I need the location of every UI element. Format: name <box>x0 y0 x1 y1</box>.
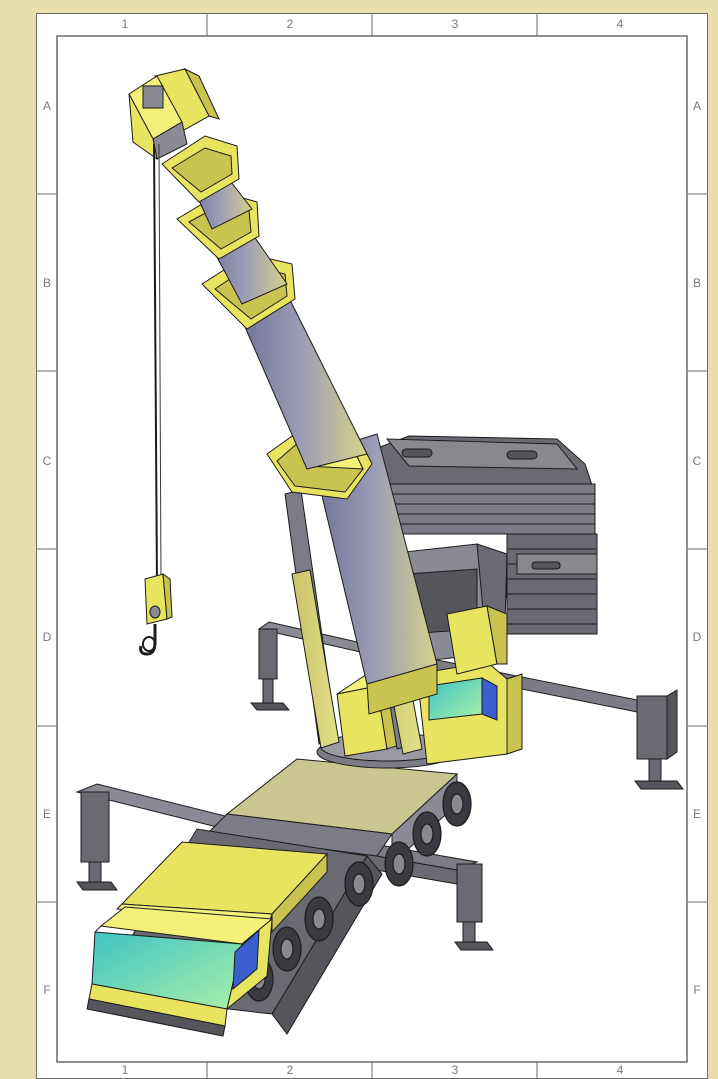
boom-section-3 <box>201 253 368 470</box>
row-label-right-b: B <box>692 276 701 290</box>
row-label-left-a: A <box>42 99 51 113</box>
row-label-right-e: E <box>692 807 701 821</box>
hook-block <box>139 572 173 656</box>
row-label-left-d: D <box>42 630 52 644</box>
column-label-bottom-2: 2 <box>286 1063 294 1077</box>
drawing-sheet: 1 2 3 4 1 2 3 4 A B C D E F A B C D E F <box>36 13 708 1079</box>
row-label-right-a: A <box>692 99 701 113</box>
row-label-right-c: C <box>692 454 702 468</box>
row-label-left-c: C <box>42 454 52 468</box>
row-label-left-b: B <box>42 276 51 290</box>
column-label-top-3: 3 <box>451 17 459 31</box>
drawing-canvas <box>37 14 707 1078</box>
driver-cab <box>86 906 274 1037</box>
column-label-top-4: 4 <box>616 17 624 31</box>
operator-cab <box>416 605 523 765</box>
column-label-top-2: 2 <box>286 17 294 31</box>
boom-section-1 <box>161 135 253 230</box>
row-label-left-f: F <box>43 983 51 997</box>
counterweight-stack <box>366 435 598 635</box>
sheet-frame <box>37 14 707 1078</box>
column-label-top-1: 1 <box>121 17 129 31</box>
column-label-bottom-4: 4 <box>616 1063 624 1077</box>
row-label-left-e: E <box>42 807 51 821</box>
row-label-right-d: D <box>692 630 702 644</box>
boom-head <box>128 67 220 161</box>
row-label-right-f: F <box>693 983 701 997</box>
column-label-bottom-3: 3 <box>451 1063 459 1077</box>
column-label-bottom-1: 1 <box>121 1063 129 1077</box>
hoist-rope <box>153 143 162 585</box>
